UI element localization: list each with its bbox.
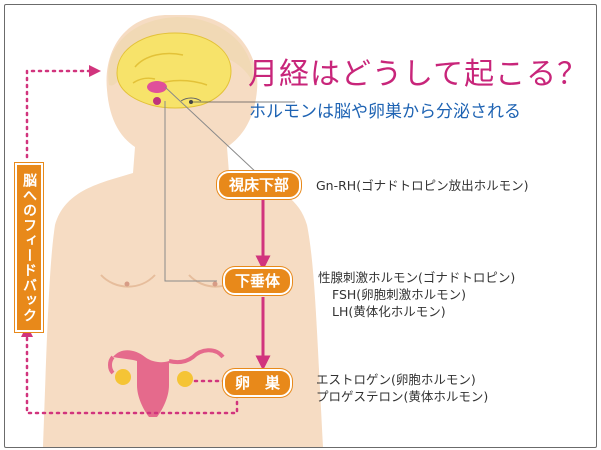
hormone-fsh: FSH(卵胞刺激ホルモン) [318,286,515,303]
ovary-left [115,369,131,385]
hormone-gnrh: Gn-RH(ゴナドトロピン放出ホルモン) [316,177,528,194]
pituitary-badge: 下垂体 [223,267,292,295]
page-title: 月経はどうして起こる？ [248,49,588,93]
hormone-gonadotropin: 性腺刺激ホルモン(ゴナドトロピン) [318,269,515,286]
hypothalamus-badge: 視床下部 [217,171,301,199]
hormone-estrogen: エストロゲン(卵胞ホルモン) [316,371,488,388]
ovary-right [177,371,193,387]
brain [117,33,231,108]
pituitary-hormones: 性腺刺激ホルモン(ゴナドトロピン) FSH(卵胞刺激ホルモン) LH(黄体化ホル… [318,269,515,320]
ovary-badge: 卵 巣 [223,369,292,397]
hormone-lh: LH(黄体化ホルモン) [318,303,515,320]
hypothalamus-marker [147,81,167,93]
diagram-card: 月経はどうして起こる？ ホルモンは脳や卵巣から分泌される 脳へのフィードバック … [4,4,597,448]
feedback-label: 脳へのフィードバック [15,163,43,332]
pituitary-marker [153,97,161,105]
ovary-hormones: エストロゲン(卵胞ホルモン) プロゲステロン(黄体ホルモン) [316,371,488,405]
hypothalamus-hormones: Gn-RH(ゴナドトロピン放出ホルモン) [316,177,528,194]
hormone-progesterone: プロゲステロン(黄体ホルモン) [316,388,488,405]
page-subtitle: ホルモンは脳や卵巣から分泌される [249,97,521,122]
